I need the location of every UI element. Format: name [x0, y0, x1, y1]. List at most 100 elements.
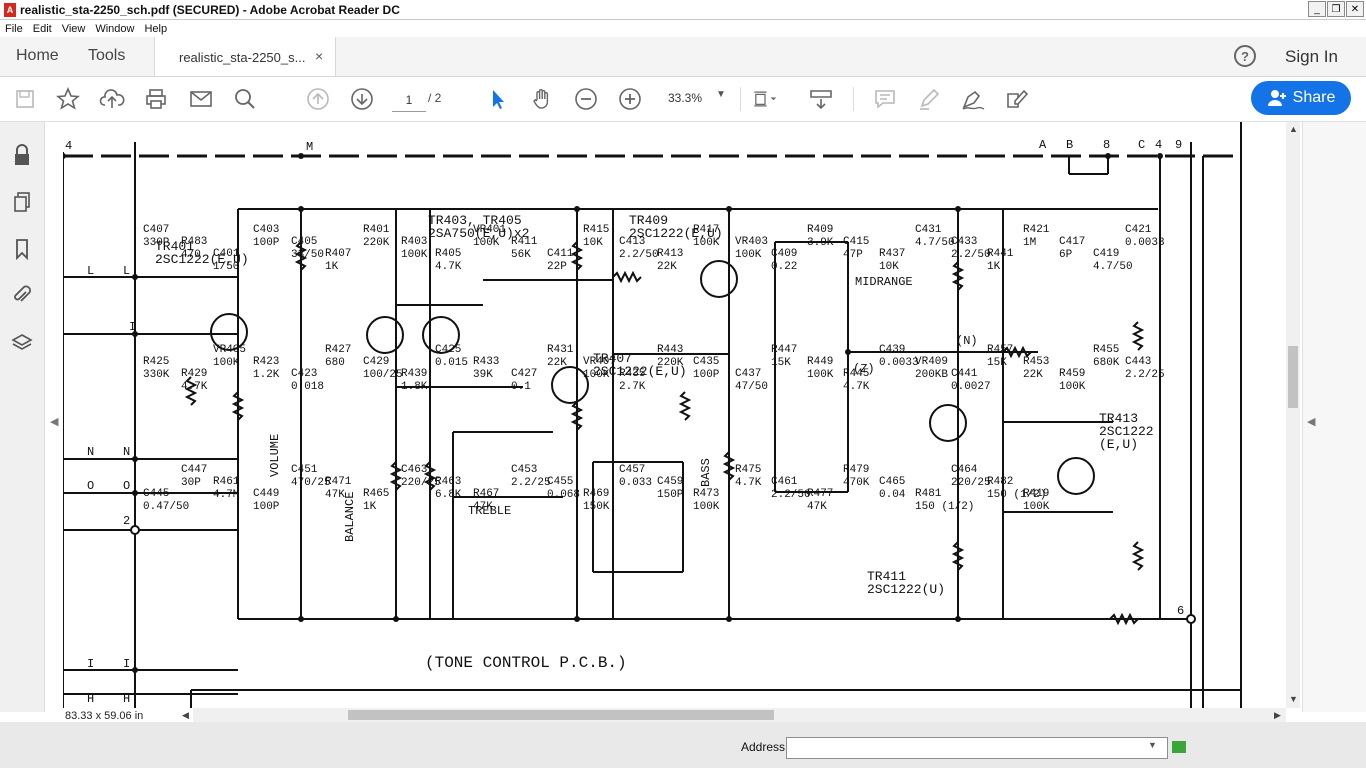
horizontal-scroll-thumb[interactable] [348, 710, 774, 720]
help-icon[interactable]: ? [1234, 45, 1256, 67]
component-label: C415 [843, 236, 869, 248]
component-label: 4.7/50 [1093, 261, 1133, 273]
next-page-edge [1240, 122, 1288, 708]
component-label: 220K [363, 237, 390, 249]
pages-icon[interactable] [11, 191, 33, 213]
search-icon[interactable] [232, 86, 258, 112]
minimize-button[interactable]: _ [1308, 1, 1326, 17]
scroll-right-icon[interactable]: ▶ [1274, 710, 1281, 720]
tab-document[interactable]: realistic_sta-2250_s... × [154, 37, 336, 76]
terminal-label: O [87, 479, 94, 493]
component-label: 22K [1023, 369, 1043, 381]
component-label: C403 [253, 224, 279, 236]
terminal-label: 8 [1103, 138, 1110, 152]
tab-home[interactable]: Home [16, 47, 59, 64]
zoom-in-icon[interactable] [617, 86, 643, 112]
component-label: R411 [511, 236, 538, 248]
menu-view[interactable]: View [61, 22, 86, 35]
zoom-out-icon[interactable] [573, 86, 599, 112]
component-label: R401 [363, 224, 390, 236]
menu-edit[interactable]: Edit [32, 22, 52, 35]
collapse-left-panel-icon[interactable]: ◀ [50, 416, 59, 428]
component-label: 0.04 [879, 489, 906, 501]
component-label: R405 [435, 248, 461, 260]
transistor-label: TR401 [155, 239, 194, 254]
zoom-level[interactable]: 33.3% [668, 91, 703, 105]
tab-close-icon[interactable]: × [315, 48, 324, 64]
vertical-scroll-thumb[interactable] [1288, 346, 1298, 408]
tab-tools[interactable]: Tools [88, 47, 126, 64]
component-label: R427 [325, 344, 351, 356]
page-number-input[interactable] [392, 89, 426, 112]
component-label: 100K [1059, 381, 1086, 393]
component-label: 0.068 [547, 489, 580, 501]
scroll-up-icon[interactable]: ▲ [1289, 124, 1298, 134]
page-fit-icon[interactable] [752, 86, 778, 112]
sign-pen-icon[interactable] [960, 86, 986, 112]
comment-icon[interactable] [872, 86, 898, 112]
component-label: 200KB [915, 369, 948, 381]
right-tools-panel: ◀ [1302, 122, 1366, 712]
acrobat-icon: A [4, 2, 16, 17]
expand-right-panel-icon[interactable]: ◀ [1307, 416, 1316, 428]
terminal-label: N [87, 445, 94, 459]
transistor-label: TR409 [629, 213, 668, 228]
upload-cloud-icon[interactable] [99, 86, 125, 112]
terminal-label: A [1039, 138, 1047, 152]
fill-sign-icon[interactable] [1004, 86, 1030, 112]
transistor-label: 2SC1222(E,U) [593, 364, 687, 379]
component-label: 680K [1093, 357, 1120, 369]
close-window-button[interactable]: ✕ [1346, 1, 1364, 17]
component-label: 0.033 [619, 477, 652, 489]
layers-icon[interactable] [11, 332, 33, 354]
transistor-label: 2SC1222(E,U) [629, 226, 723, 241]
component-label: C427 [511, 368, 537, 380]
sign-in-button[interactable]: Sign In [1285, 47, 1338, 66]
share-button[interactable]: Share [1251, 81, 1351, 115]
control-label-volume: VOLUME [268, 434, 282, 477]
menu-help[interactable]: Help [144, 22, 168, 35]
vertical-scrollbar[interactable] [1286, 122, 1300, 708]
menu-file[interactable]: File [5, 22, 23, 35]
component-label: R429 [181, 368, 207, 380]
previous-page-icon[interactable] [305, 86, 331, 112]
component-label: R469 [583, 488, 609, 500]
component-label: 470/25 [291, 477, 331, 489]
save-icon[interactable] [12, 86, 38, 112]
hand-tool-icon[interactable] [529, 86, 555, 112]
component-label: C425 [435, 344, 461, 356]
page-total: / 2 [428, 91, 442, 105]
terminal-label: M [306, 140, 313, 154]
next-page-icon[interactable] [349, 86, 375, 112]
scroll-down-icon[interactable]: ▼ [1289, 694, 1298, 704]
print-icon[interactable] [143, 86, 169, 112]
address-input[interactable] [786, 737, 1168, 759]
component-label: 150 (1/2) [987, 489, 1046, 501]
star-icon[interactable] [55, 86, 81, 112]
attachment-icon[interactable] [11, 284, 33, 306]
scroll-left-icon[interactable]: ◀ [182, 710, 189, 720]
zoom-dropdown-icon[interactable]: ▼ [716, 89, 726, 100]
lock-icon[interactable] [11, 144, 33, 166]
menu-window[interactable]: Window [95, 22, 135, 35]
terminal-label: 2 [123, 514, 130, 528]
scroll-mode-icon[interactable] [808, 86, 834, 112]
email-icon[interactable] [188, 86, 214, 112]
restore-button[interactable]: ❐ [1327, 1, 1345, 17]
component-label: C441 [951, 368, 978, 380]
bookmark-icon[interactable] [11, 238, 33, 260]
go-arrow-icon[interactable] [1172, 741, 1186, 753]
component-label: 0.0033 [879, 357, 919, 369]
select-cursor-icon[interactable] [485, 86, 511, 112]
highlight-pen-icon[interactable] [916, 86, 942, 112]
component-label: C401 [213, 248, 240, 260]
component-label: R437 [879, 248, 905, 260]
component-label: C465 [879, 476, 905, 488]
component-label: R435 [619, 368, 645, 380]
address-dropdown-icon[interactable]: ▼ [1148, 740, 1157, 750]
component-label: C443 [1125, 356, 1151, 368]
component-label: R461 [213, 476, 240, 488]
component-label: 47K [473, 501, 493, 513]
component-label: 0.0033 [1125, 237, 1165, 249]
